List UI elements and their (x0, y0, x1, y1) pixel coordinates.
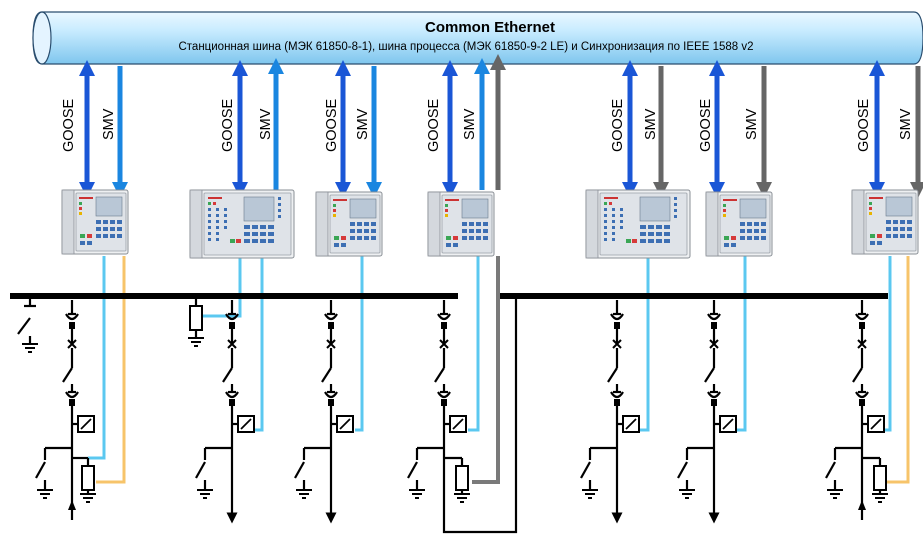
smv-label: SMV (101, 108, 117, 140)
smv-label: SMV (355, 108, 371, 140)
ied-device (705, 191, 773, 257)
goose-label: GOOSE (220, 98, 236, 152)
goose-label: GOOSE (856, 98, 872, 152)
goose-label: GOOSE (426, 98, 442, 152)
feeder-exits (68, 460, 866, 524)
goose-label: GOOSE (698, 98, 714, 152)
smv-label: SMV (744, 108, 760, 140)
ied-devices (61, 189, 919, 259)
goose-label: GOOSE (610, 98, 626, 152)
process-connections (88, 256, 910, 484)
goose-label: GOOSE (324, 98, 340, 152)
voltage-transformers (72, 456, 889, 503)
bus-earth-switch (17, 296, 39, 353)
ied-device (189, 189, 295, 259)
smv-label: SMV (898, 108, 914, 140)
ied-device (315, 191, 383, 257)
ied-device (585, 189, 691, 259)
ied-device (61, 189, 129, 255)
feeder-bay (581, 300, 639, 498)
feeder-bay (678, 300, 736, 498)
link-labels: GOOSE SMV GOOSE SMV GOOSE SMV GOOSE SMV … (61, 98, 914, 152)
ied-device (851, 189, 919, 255)
bus-subtitle: Станционная шина (МЭК 61850-8-1), шина п… (178, 41, 753, 53)
voltage-sensor (187, 296, 205, 347)
goose-label: GOOSE (61, 98, 77, 152)
smv-label: SMV (258, 108, 274, 140)
busbars (10, 293, 888, 534)
smv-label: SMV (643, 108, 659, 140)
bus-coupler (442, 296, 518, 534)
ied-device (427, 191, 495, 257)
feeder-bay (196, 300, 254, 498)
smv-label: SMV (462, 108, 478, 140)
communication-links (78, 53, 923, 199)
feeder-bay (295, 300, 353, 498)
common-ethernet-bus: Common Ethernet Станционная шина (МЭК 61… (32, 11, 923, 65)
bus-title: Common Ethernet (425, 19, 555, 36)
